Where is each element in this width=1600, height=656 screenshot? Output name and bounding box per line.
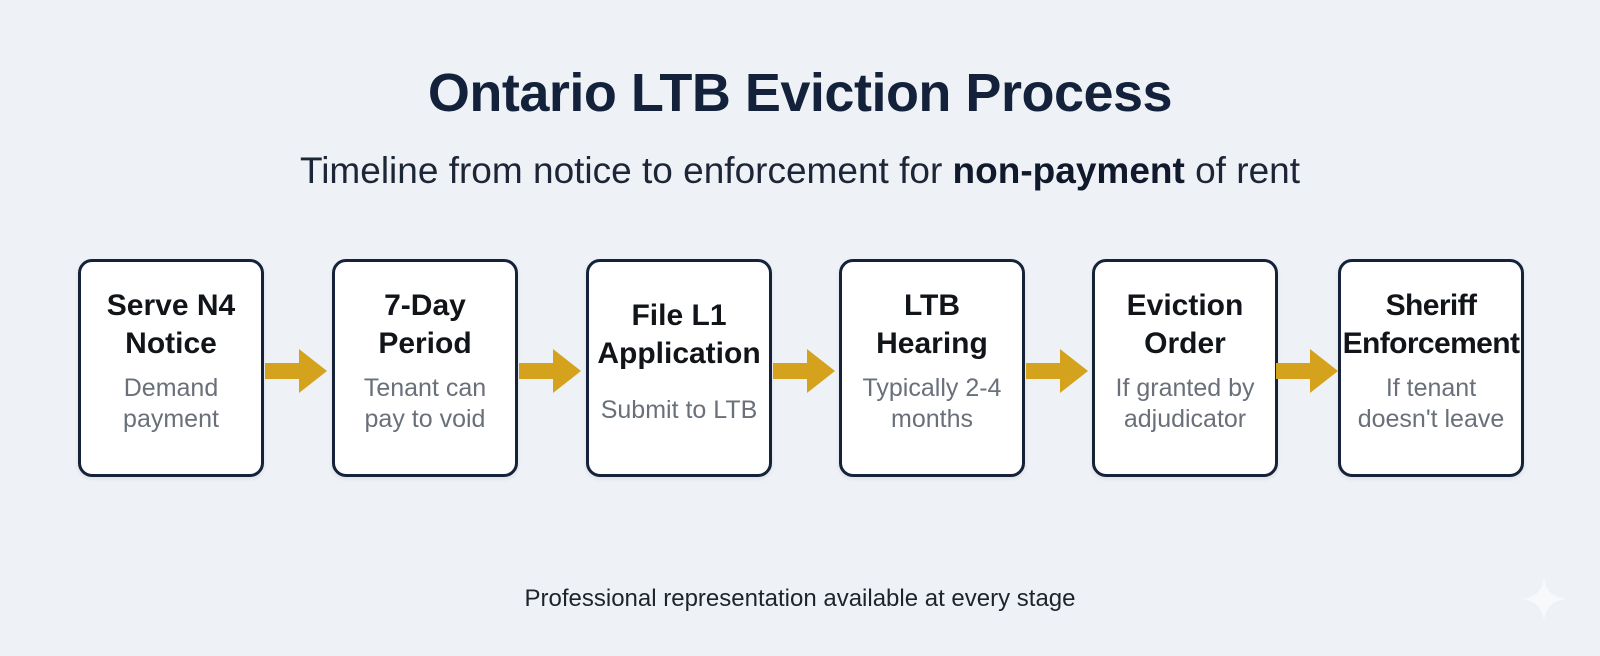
arrow-right-icon	[519, 349, 581, 393]
step-description: Typically 2-4 months	[862, 374, 1002, 433]
arrow-right-icon	[1276, 349, 1338, 393]
arrow-right-icon	[265, 349, 327, 393]
step-7-day-period: 7-Day Period Tenant can pay to void	[332, 259, 518, 477]
subtitle-suffix: of rent	[1184, 150, 1301, 191]
footer-note: Professional representation available at…	[524, 585, 1076, 612]
subtitle-prefix: Timeline from notice to enforcement for	[299, 150, 953, 191]
step-sheriff-enforcement: Sheriff Enforcement If tenant doesn't le…	[1338, 259, 1524, 477]
step-description: If tenant doesn't leave	[1357, 374, 1505, 433]
step-title: Serve N4 Notice	[106, 289, 236, 360]
page-title: Ontario LTB Eviction Process	[427, 63, 1173, 123]
step-description: Submit to LTB	[600, 395, 758, 424]
step-serve-n4: Serve N4 Notice Demand payment	[78, 259, 264, 477]
step-title: Eviction Order	[1126, 289, 1244, 360]
step-eviction-order: Eviction Order If granted by adjudicator	[1092, 259, 1278, 477]
arrow-right-icon	[773, 349, 835, 393]
step-description: Demand payment	[123, 374, 219, 433]
step-ltb-hearing: LTB Hearing Typically 2-4 months	[839, 259, 1025, 477]
step-title: File L1 Application	[597, 298, 761, 370]
step-description: If granted by adjudicator	[1115, 374, 1255, 433]
step-title: 7-Day Period	[378, 289, 472, 360]
step-title: Sheriff Enforcement	[1342, 289, 1520, 360]
arrow-right-icon	[1026, 349, 1088, 393]
sparkle-icon	[1522, 577, 1566, 621]
page-subtitle: Timeline from notice to enforcement for …	[0, 150, 1600, 192]
subtitle-emphasis: non-payment	[952, 150, 1185, 191]
step-file-l1: File L1 Application Submit to LTB	[586, 259, 772, 477]
step-description: Tenant can pay to void	[363, 374, 487, 433]
step-title: LTB Hearing	[876, 289, 988, 360]
